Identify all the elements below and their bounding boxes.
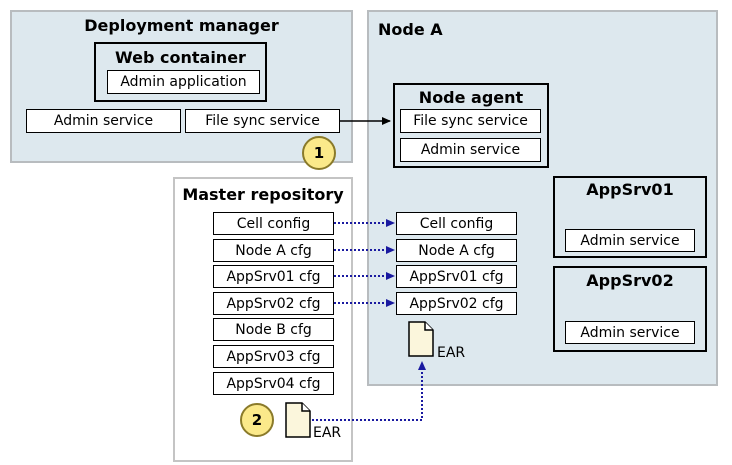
ear-deploy-arrow (312, 361, 426, 421)
appsrv02-title: AppSrv02 (586, 271, 674, 290)
appsrv01-title: AppSrv01 (586, 180, 674, 199)
master-ear-file-icon (284, 401, 312, 439)
dm-admin-service-box: Admin service (26, 109, 181, 133)
master-config-cell: Cell config (213, 212, 334, 235)
web-container-title: Web container (115, 48, 246, 67)
deployment-manager-title: Deployment manager (84, 16, 279, 35)
master-config-appsrv03: AppSrv03 cfg (213, 345, 334, 368)
step-2-badge: 2 (240, 403, 274, 437)
node-a-config-appsrv01: AppSrv01 cfg (396, 265, 517, 288)
master-config-node-b: Node B cfg (213, 318, 334, 341)
node-a-title: Node A (378, 20, 443, 39)
dm-file-sync-service-box: File sync service (185, 109, 340, 133)
node-a-config-cell: Cell config (396, 212, 517, 235)
appsrv01-admin-service-box: Admin service (565, 229, 695, 252)
node-a-ear-label: EAR (437, 345, 466, 361)
node-a-ear-file-icon (407, 320, 435, 358)
master-config-appsrv04: AppSrv04 cfg (213, 372, 334, 395)
step-1-badge: 1 (302, 136, 336, 170)
node-a-config-node-a: Node A cfg (396, 239, 517, 262)
master-config-appsrv01: AppSrv01 cfg (213, 265, 334, 288)
admin-application-box: Admin application (107, 70, 260, 94)
node-agent-file-sync-service-box: File sync service (400, 109, 541, 133)
master-repository-title: Master repository (182, 185, 344, 204)
node-a-config-appsrv02: AppSrv02 cfg (396, 292, 517, 315)
node-agent-title: Node agent (418, 88, 524, 107)
master-config-node-a: Node A cfg (213, 239, 334, 262)
appsrv02-admin-service-box: Admin service (565, 321, 695, 344)
master-ear-label: EAR (313, 425, 342, 441)
master-config-appsrv02: AppSrv02 cfg (213, 292, 334, 315)
node-agent-admin-service-box: Admin service (400, 138, 541, 162)
